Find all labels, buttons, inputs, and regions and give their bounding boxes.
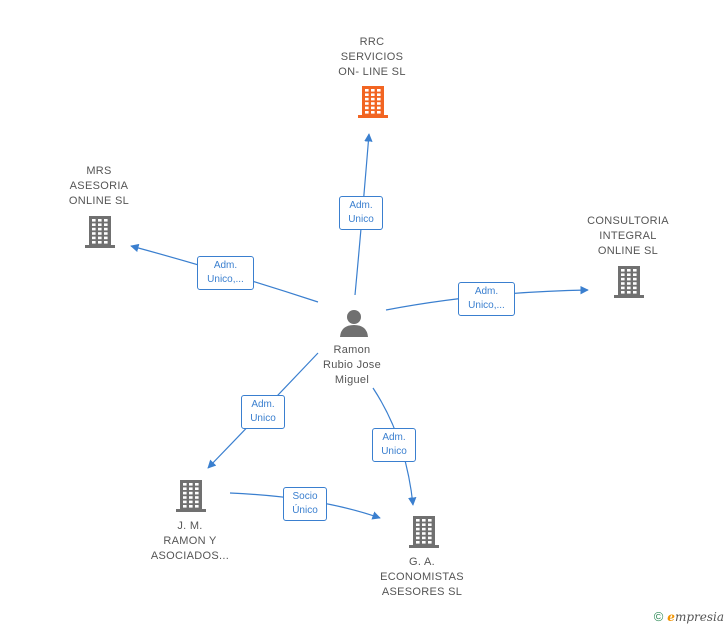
copyright-icon: © (653, 609, 664, 624)
footer-brand: © empresia (654, 609, 724, 624)
edge-label[interactable]: Adm. Unico,... (197, 256, 254, 290)
building-icon[interactable] (358, 86, 388, 118)
edge-label[interactable]: Adm. Unico (339, 196, 383, 230)
person-icon[interactable] (340, 310, 368, 337)
brand-logo: empresia (667, 609, 724, 624)
building-icon[interactable] (409, 516, 439, 548)
node-label-ramon[interactable]: Ramon Rubio Jose Miguel (322, 344, 382, 386)
node-label-jm[interactable]: J. M. RAMON Y ASOCIADOS... (150, 520, 230, 562)
node-label-ga[interactable]: G. A. ECONOMISTAS ASESORES SL (380, 556, 464, 598)
edge-label[interactable]: Adm. Unico,... (458, 282, 515, 316)
edge-label[interactable]: Adm. Unico (241, 395, 285, 429)
building-icon[interactable] (176, 480, 206, 512)
building-icon[interactable] (85, 216, 115, 248)
node-label-mrs[interactable]: MRS ASESORIA ONLINE SL (68, 165, 130, 207)
edge-label[interactable]: Socio Único (283, 487, 327, 521)
edge-label[interactable]: Adm. Unico (372, 428, 416, 462)
node-label-consultoria[interactable]: CONSULTORIA INTEGRAL ONLINE SL (587, 215, 669, 257)
node-label-rrc[interactable]: RRC SERVICIOS ON- LINE SL (338, 36, 406, 78)
building-icon[interactable] (614, 266, 644, 298)
